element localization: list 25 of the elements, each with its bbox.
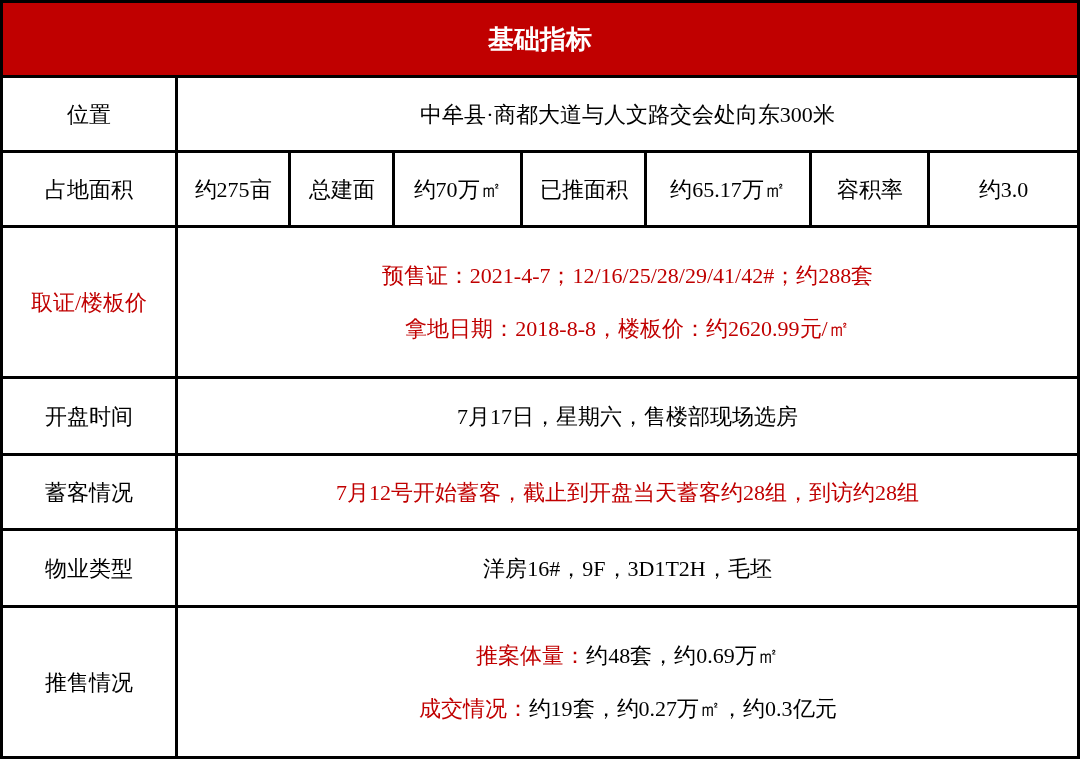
opening-text: 7月17日，星期六，售楼部现场选房 bbox=[457, 402, 798, 431]
table-title: 基础指标 bbox=[488, 23, 592, 56]
permit-text: 预售证：2021-4-7；12/16/25/28/29/41/42#；约288套 bbox=[381, 262, 874, 290]
row-header: 开盘时间 bbox=[45, 402, 133, 431]
value-text: 约19套，约0.27万㎡，约0.3亿元 bbox=[528, 695, 837, 723]
customer-text: 7月12号开始蓄客，截止到开盘当天蓄客约28组，到访约28组 bbox=[336, 478, 919, 507]
value-text: 约65.17万㎡ bbox=[670, 175, 786, 204]
row-header: 推售情况 bbox=[45, 668, 133, 697]
value-text: 约275亩 bbox=[194, 175, 272, 204]
row-header: 占地面积 bbox=[45, 175, 133, 204]
value-text: 约3.0 bbox=[978, 175, 1029, 204]
field-label: 成交情况： bbox=[418, 695, 529, 723]
location-text: 中牟县·商都大道与人文路交会处向东300米 bbox=[420, 100, 835, 129]
field-label: 容积率 bbox=[836, 175, 903, 204]
land-date-text: 拿地日期：2018-8-8，楼板价：约2620.99元/㎡ bbox=[405, 315, 850, 343]
row-header: 蓄客情况 bbox=[45, 478, 133, 507]
row-header: 物业类型 bbox=[45, 554, 133, 583]
value-text: 约70万㎡ bbox=[413, 175, 502, 204]
row-header: 取证/楼板价 bbox=[30, 288, 148, 317]
property-text: 洋房16#，9F，3D1T2H，毛坯 bbox=[483, 554, 772, 583]
field-label: 推案体量： bbox=[476, 642, 587, 670]
value-text: 约48套，约0.69万㎡ bbox=[586, 642, 779, 670]
field-label: 已推面积 bbox=[539, 175, 628, 204]
row-header: 位置 bbox=[67, 100, 111, 129]
field-label: 总建面 bbox=[308, 175, 375, 204]
